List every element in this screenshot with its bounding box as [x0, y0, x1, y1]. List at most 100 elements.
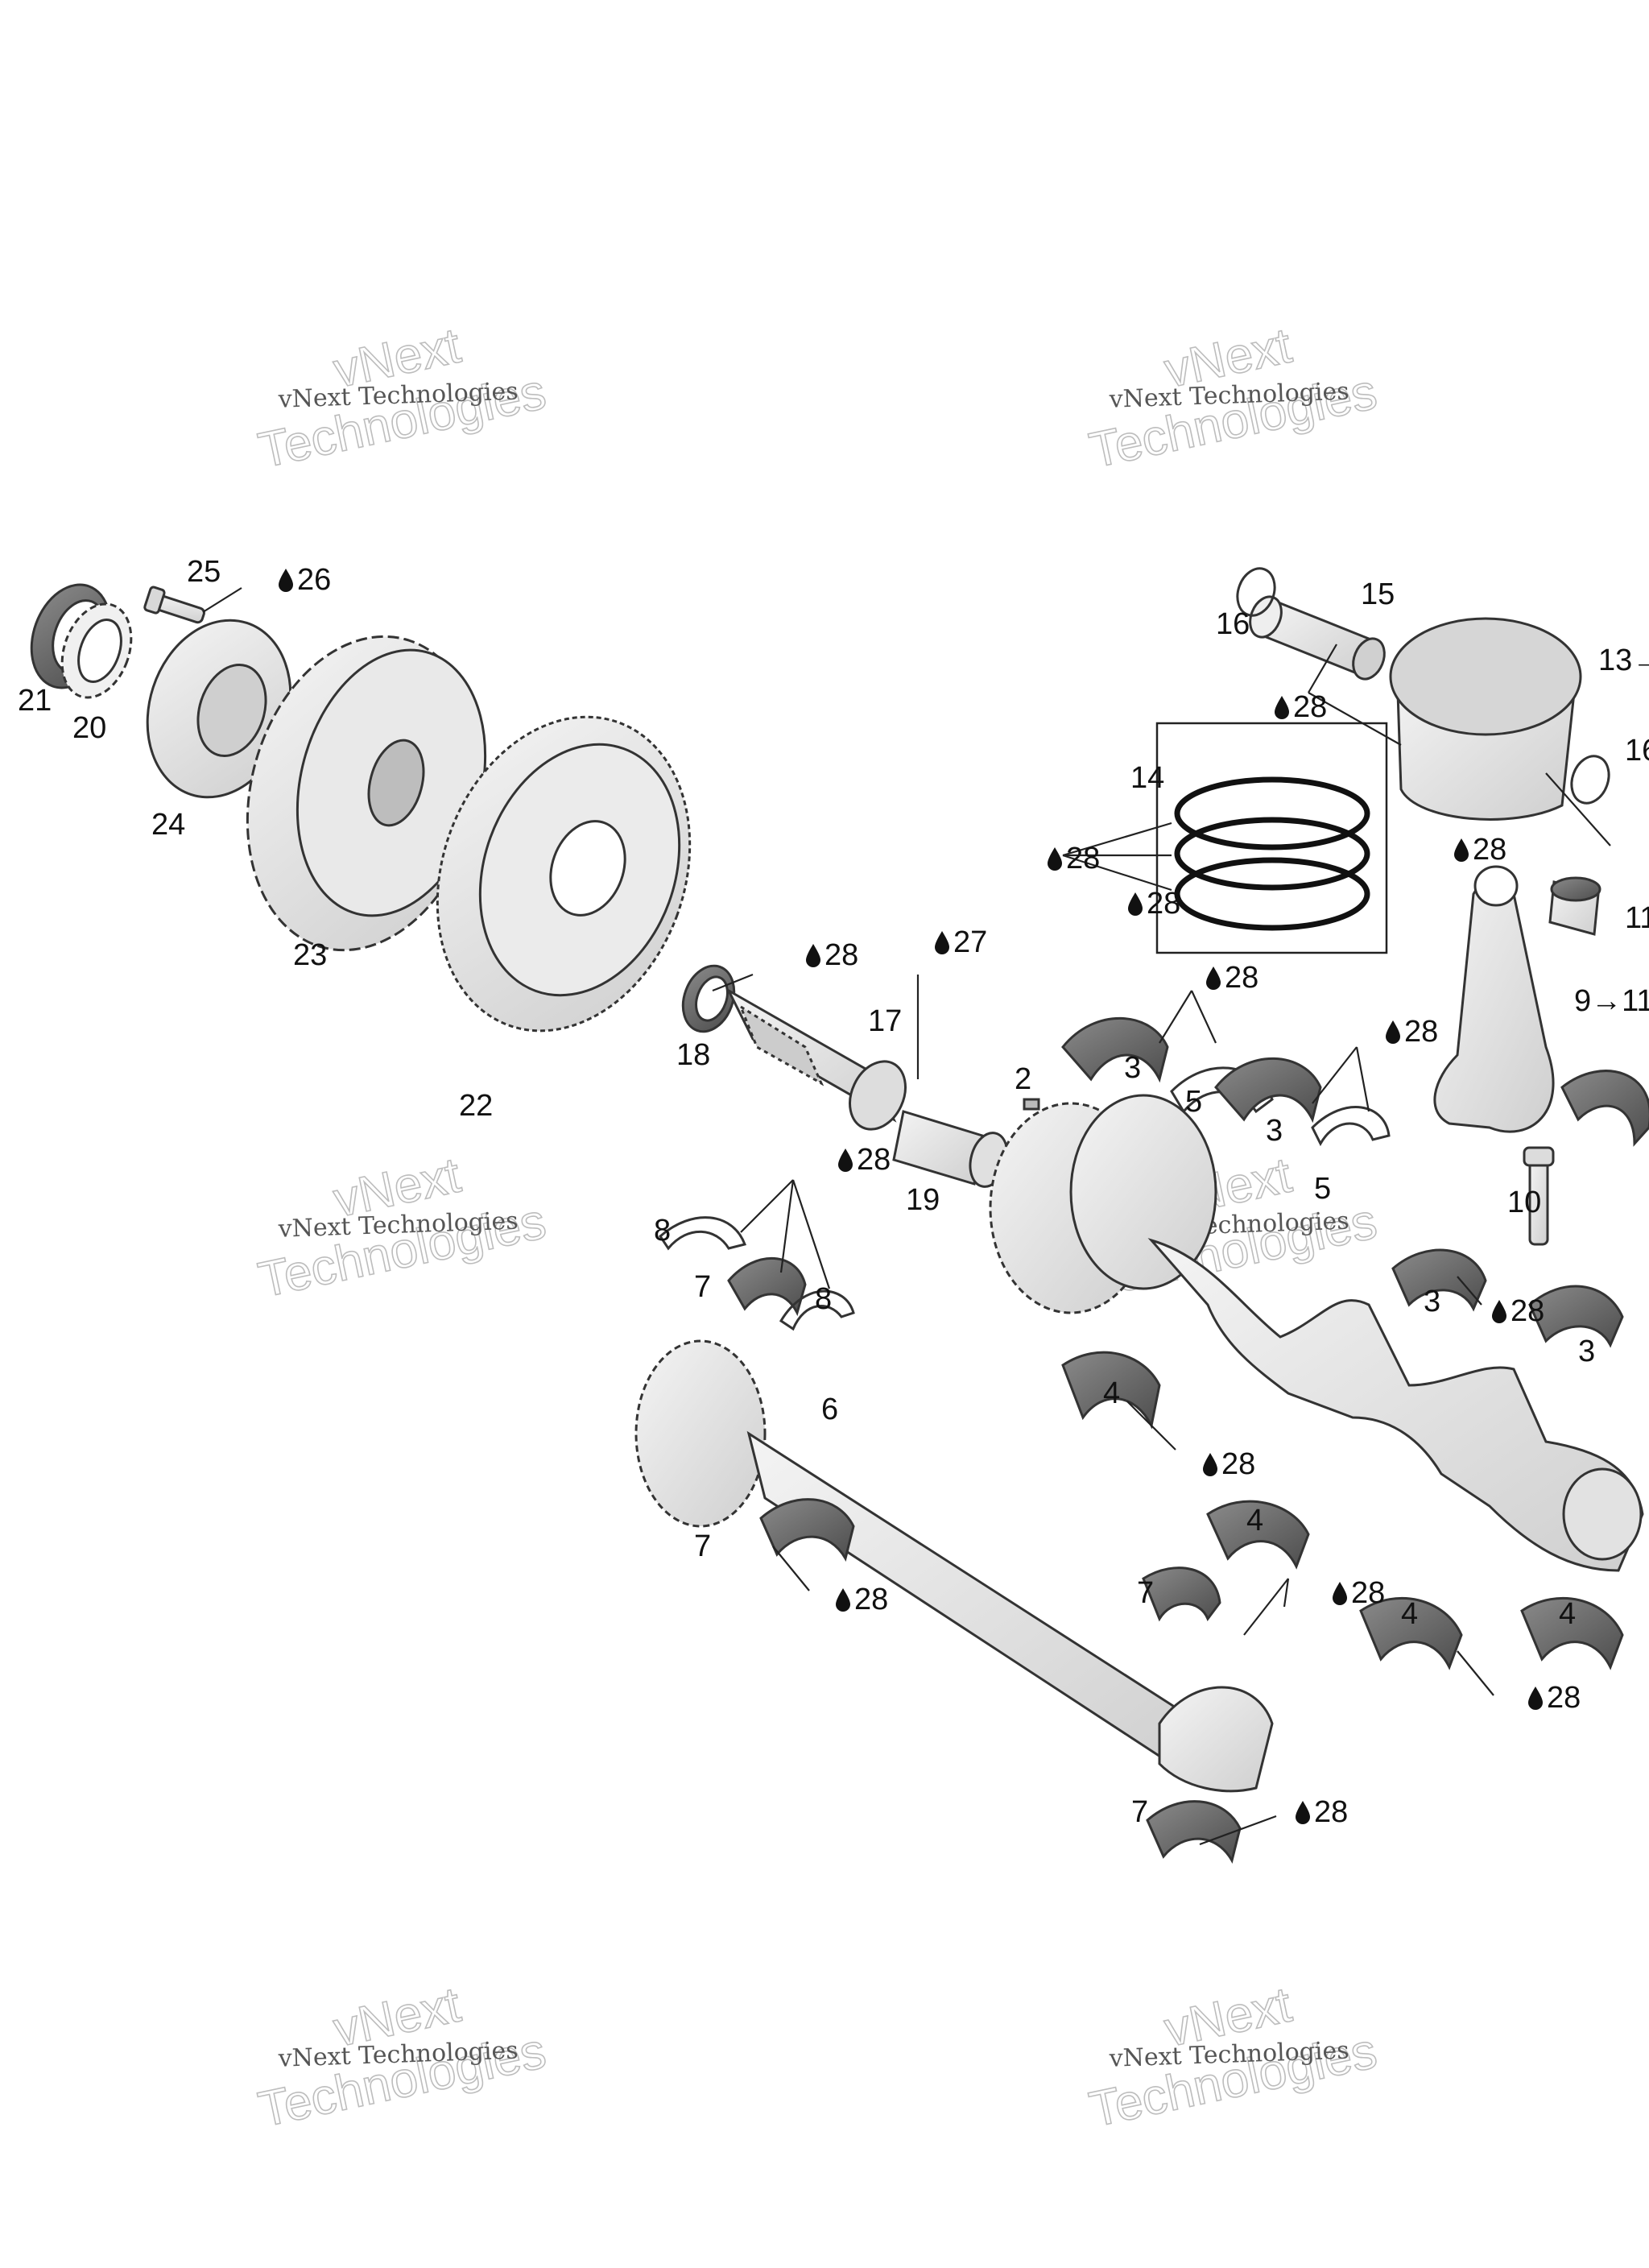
callout-label: 28: [1404, 1015, 1438, 1049]
callout-label: 28: [1221, 1447, 1255, 1481]
callout-28: 5: [1314, 1172, 1331, 1206]
oil-drop-icon: [836, 1588, 850, 1612]
oil-drop-icon: [1128, 892, 1143, 916]
callout-21: 11: [1625, 901, 1649, 935]
callout-15: 13→: [1598, 644, 1649, 677]
callout-label: 26: [297, 563, 331, 597]
callout-0: 21: [18, 684, 52, 718]
callout-label: 8: [815, 1282, 832, 1316]
oil-drop-icon: [1528, 1687, 1543, 1710]
starter-drum-23: [246, 635, 487, 952]
main-bearing-3b: [1214, 1057, 1322, 1124]
oil-drop-icon: [838, 1148, 853, 1172]
callout-19: 28: [1454, 833, 1506, 867]
callout-label: 5: [1185, 1085, 1202, 1119]
oil-drop-icon: [1492, 1300, 1506, 1323]
callout-4: 24: [151, 808, 185, 842]
main-bearing-3d: [1528, 1285, 1624, 1348]
oil-drop-icon: [1206, 966, 1221, 990]
callout-6: 22: [459, 1089, 493, 1123]
connecting-rod: [1433, 865, 1555, 1133]
main-bearing-4a: [1061, 1351, 1161, 1430]
balancer-shaft-6: [634, 1339, 1274, 1793]
callout-20: 28: [1128, 887, 1180, 921]
callout-label: 16: [1216, 607, 1250, 641]
callout-5: 23: [293, 938, 327, 972]
oil-drop-icon: [1203, 1453, 1217, 1476]
oil-drop-icon: [1296, 1801, 1310, 1824]
callout-47: 28: [1528, 1681, 1581, 1715]
hub-24: [146, 619, 292, 799]
callout-34: 10: [1507, 1186, 1541, 1219]
parts-layer: [30, 567, 1649, 1864]
callout-label: 28: [1314, 1795, 1348, 1829]
callout-label: 28: [1511, 1294, 1544, 1328]
callout-44: 7: [1137, 1576, 1154, 1610]
callout-30: 28: [838, 1143, 891, 1177]
callout-10: 27: [935, 925, 987, 959]
balancer-bearing-7d: [1146, 1800, 1242, 1864]
callout-label: 11: [1625, 901, 1649, 935]
callout-label: 4: [1246, 1504, 1263, 1538]
callout-label: 21: [18, 684, 52, 718]
callout-label: 5: [1314, 1172, 1331, 1206]
callout-18: 28: [1048, 842, 1100, 875]
callout-label: 18: [676, 1038, 710, 1072]
callout-12: 16: [1216, 607, 1250, 641]
main-bearing-3c: [1391, 1248, 1487, 1312]
callout-label: 4: [1559, 1597, 1576, 1631]
callout-label: 23: [293, 938, 327, 972]
callout-label: 4: [1103, 1376, 1120, 1410]
callout-49: 7: [1131, 1795, 1148, 1829]
dowel-pin-2: [1023, 1098, 1040, 1111]
callout-23: 28: [1206, 961, 1258, 995]
main-bearing-4b: [1206, 1500, 1310, 1570]
callout-26: 28: [1386, 1015, 1438, 1049]
callout-label: 28: [854, 1583, 888, 1616]
callout-25: 5: [1185, 1085, 1202, 1119]
callout-label: 28: [1147, 887, 1180, 921]
callout-27: 3: [1266, 1114, 1283, 1148]
callout-label: 28: [1351, 1576, 1385, 1610]
oil-drop-icon: [935, 931, 949, 954]
callout-label: 6: [821, 1393, 838, 1426]
callout-label: 28: [857, 1143, 891, 1177]
oil-drop-icon: [1275, 696, 1289, 719]
callout-3: 26: [279, 563, 331, 597]
callout-42: 28: [836, 1583, 888, 1616]
callout-label: 9→11: [1574, 984, 1649, 1018]
callout-label: 15: [1361, 577, 1395, 611]
callout-16: 16: [1625, 734, 1649, 768]
callout-7: 18: [676, 1038, 710, 1072]
callout-label: 2: [1015, 1062, 1031, 1096]
piston-rings-14: [1155, 722, 1388, 954]
callout-29: 2: [1015, 1062, 1031, 1096]
callout-40: 28: [1203, 1447, 1255, 1481]
callout-9: 17: [868, 1004, 902, 1038]
callout-label: 3: [1266, 1114, 1283, 1148]
callout-24: 3: [1124, 1051, 1141, 1085]
callout-label: 14: [1130, 761, 1164, 795]
oil-drop-icon: [1454, 838, 1469, 862]
callout-50: 28: [1296, 1795, 1348, 1829]
bolt-10: [1523, 1146, 1555, 1246]
thrust-washer-8b: [779, 1289, 855, 1331]
callout-35: 3: [1424, 1285, 1440, 1318]
thrust-washer-8a: [659, 1216, 746, 1251]
callout-33: 8: [815, 1282, 832, 1316]
callout-14: 28: [1275, 690, 1327, 724]
callout-label: 20: [72, 711, 106, 745]
balancer-bearing-7b: [759, 1498, 855, 1562]
main-bearing-4d: [1520, 1597, 1624, 1670]
callout-2: 25: [187, 555, 221, 589]
main-bearing-4c: [1359, 1597, 1463, 1670]
callout-label: 28: [1225, 961, 1258, 995]
piston-pin-15: [1249, 595, 1386, 681]
callout-label: 24: [151, 808, 185, 842]
callout-39: 4: [1103, 1376, 1120, 1410]
piston: [1389, 617, 1582, 821]
